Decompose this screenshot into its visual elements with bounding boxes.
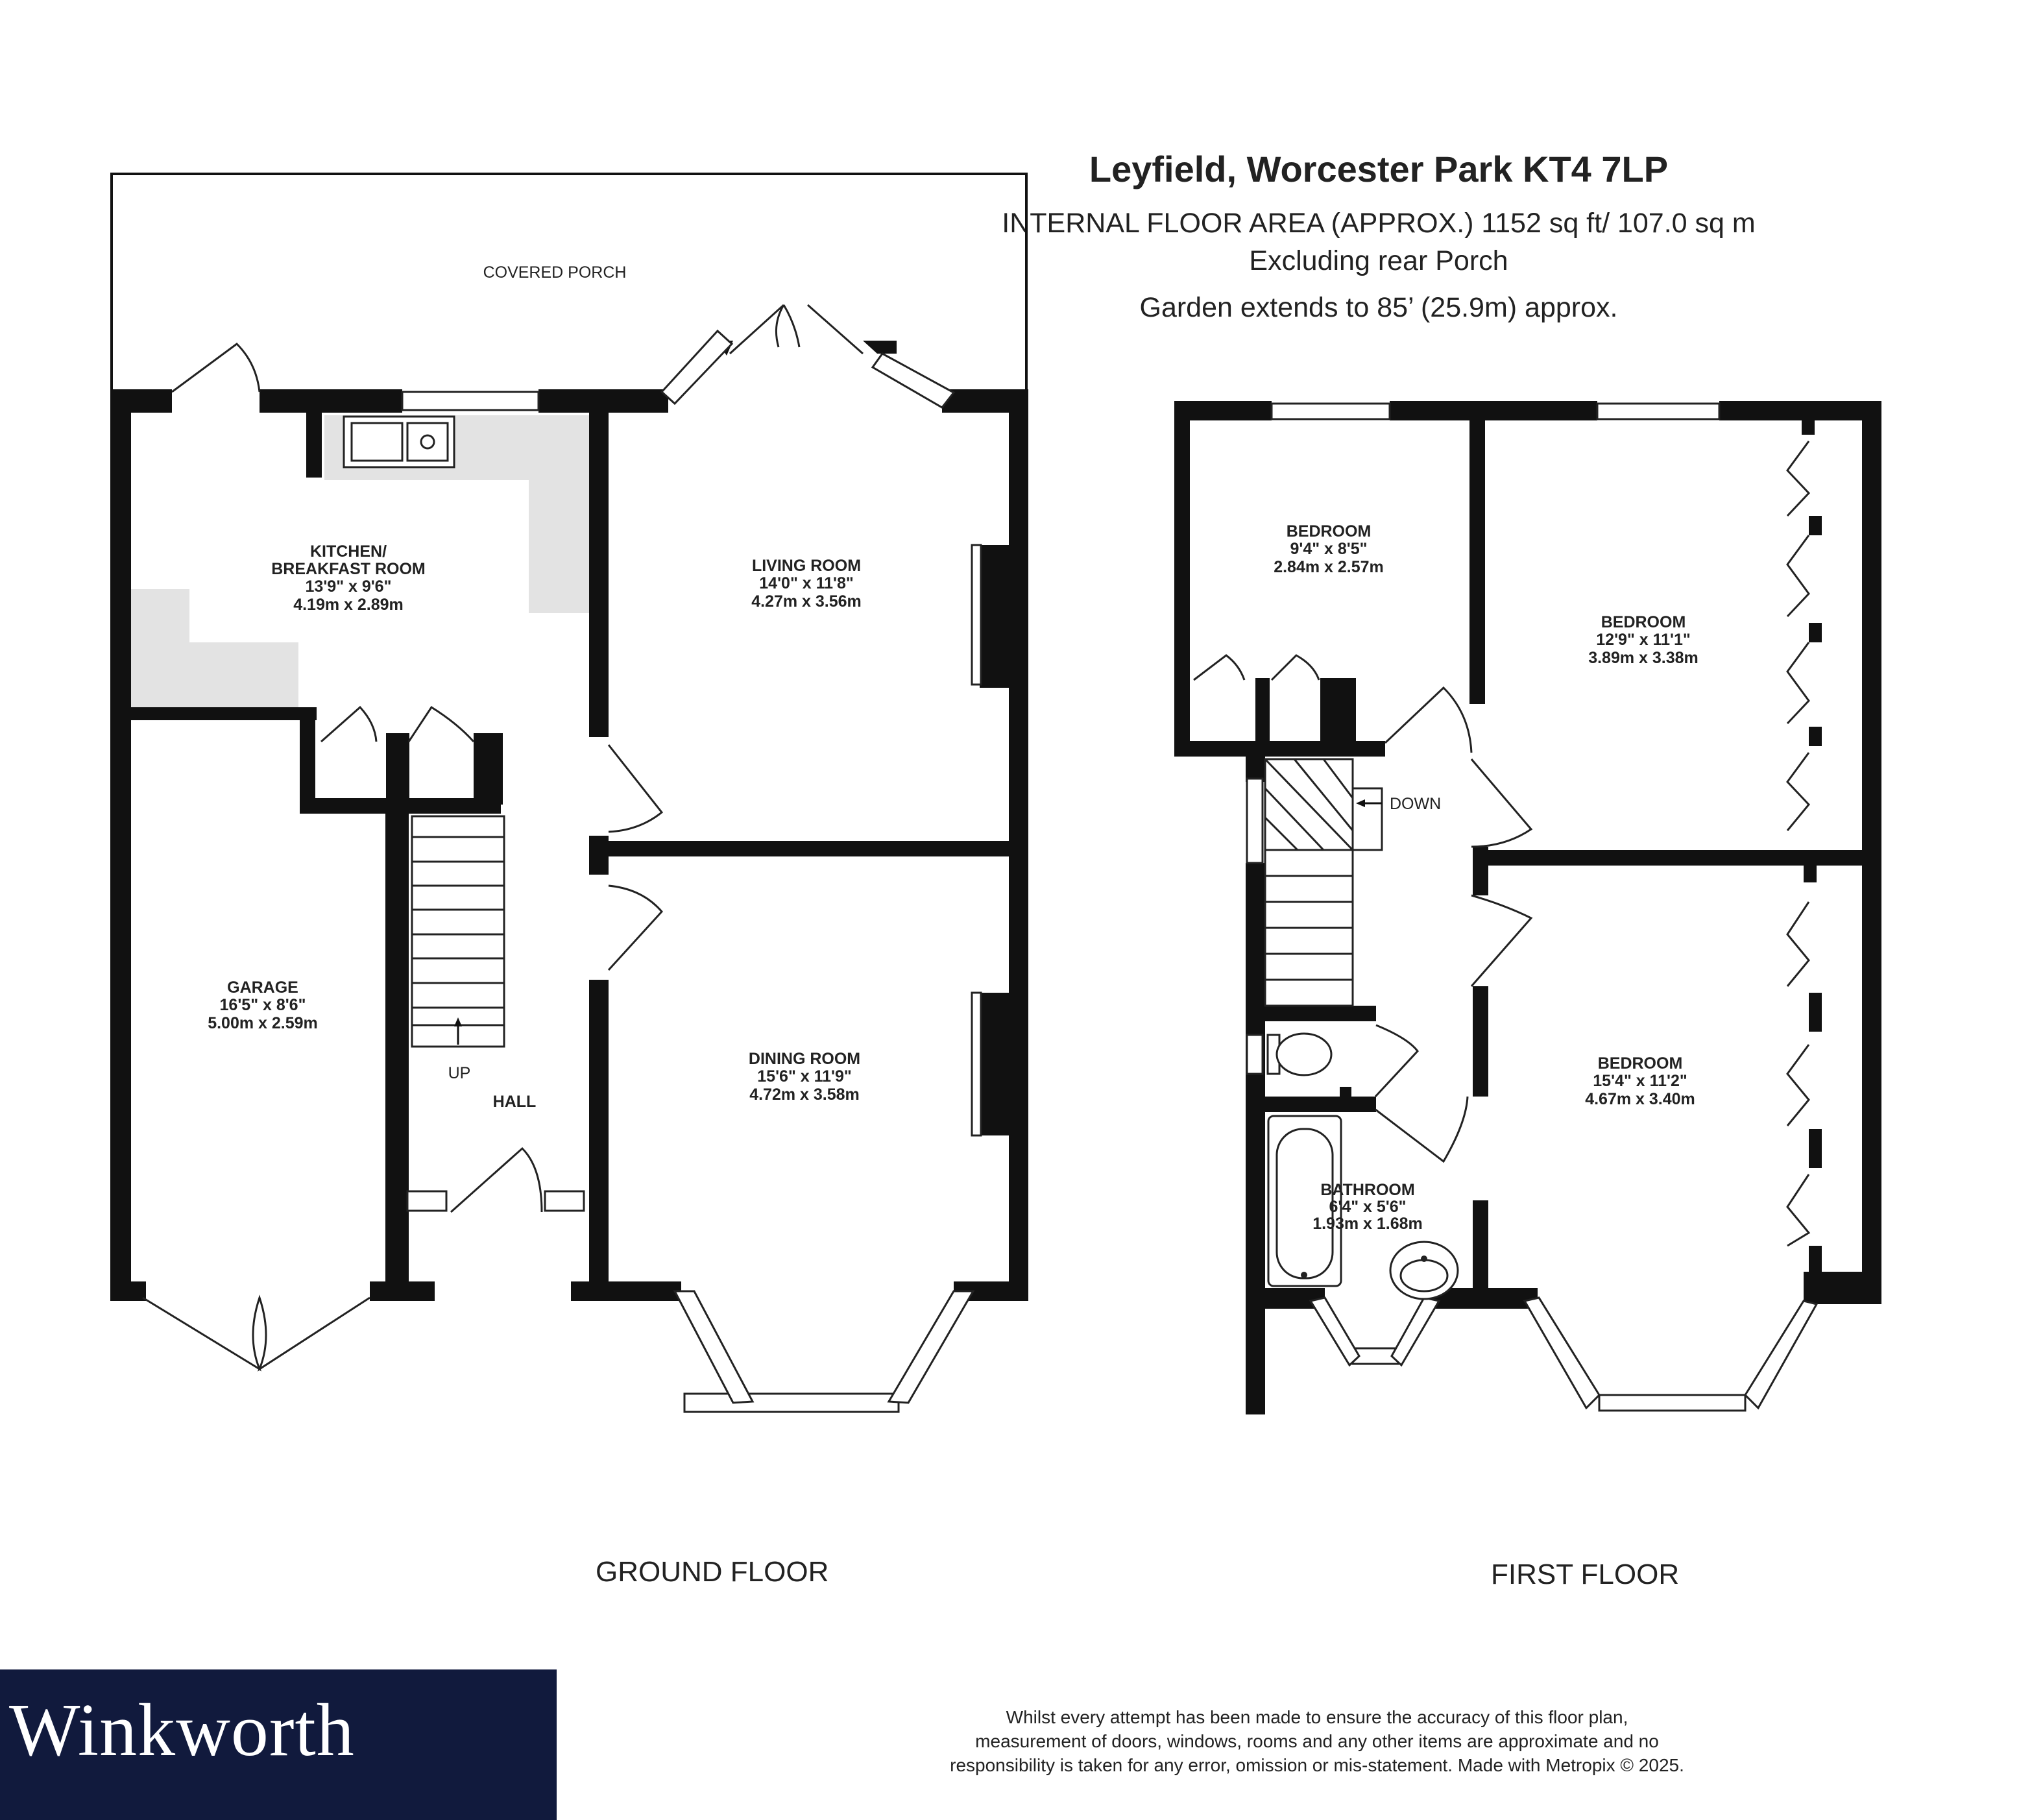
bedroom-rear-name: BEDROOM — [1601, 613, 1686, 631]
kitchen-name-line2: BREAKFAST ROOM — [271, 560, 426, 578]
disclaimer-line-3: responsibility is taken for any error, o… — [950, 1755, 1684, 1775]
bedroom-small-name: BEDROOM — [1287, 522, 1372, 540]
disclaimer-line-1: Whilst every attempt has been made to en… — [1006, 1707, 1628, 1727]
disclaimer: Whilst every attempt has been made to en… — [908, 1705, 1726, 1777]
bedroom-small-metric-size: 2.84m x 2.57m — [1274, 558, 1384, 576]
ground-floor-label: GROUND FLOOR — [596, 1556, 829, 1588]
bedroom-rear-imperial-size: 12'9" x 11'1" — [1596, 631, 1690, 649]
kitchen-metric-size: 4.19m x 2.89m — [293, 596, 404, 614]
brand-panel: Winkworth — [0, 1669, 557, 1820]
toilet-icon — [1301, 1256, 1427, 1278]
brand-logo: Winkworth — [9, 1689, 355, 1772]
bedroom-rear-metric-size: 3.89m x 3.38m — [1588, 649, 1699, 667]
bathroom-metric-size: 1.93m x 1.68m — [1312, 1215, 1423, 1233]
bedroom-front-metric-size: 4.67m x 3.40m — [1585, 1090, 1695, 1108]
staircase-down — [1264, 758, 1383, 1007]
first-floor-label: FIRST FLOOR — [1491, 1559, 1680, 1590]
staircase-up — [411, 815, 505, 1048]
stairs-down-label: DOWN — [1390, 795, 1441, 813]
sink-icon — [343, 415, 455, 468]
garden-length-text: Garden extends to 85’ (25.9m) approx. — [1139, 292, 1618, 323]
dining-room-metric-size: 4.72m x 3.58m — [749, 1086, 860, 1104]
dining-room-name: DINING ROOM — [749, 1050, 860, 1068]
living-room-imperial-size: 14'0" x 11'8" — [759, 574, 853, 592]
stairs-up-label: UP — [448, 1064, 471, 1082]
bathroom-imperial-size: 6'4" x 5'6" — [1329, 1198, 1406, 1216]
stair-direction-arrow-icon — [454, 1017, 462, 1045]
covered-porch — [110, 173, 1028, 389]
bathroom-name: BATHROOM — [1320, 1181, 1414, 1199]
first-floor-doors — [1193, 654, 1533, 1163]
kitchen-imperial-size: 13'9" x 9'6" — [306, 577, 392, 596]
first-floor-plan: BEDROOM 9'4" x 8'5" 2.84m x 2.57m BEDROO… — [1174, 401, 1881, 1414]
ground-floor-doors — [142, 304, 864, 1372]
garage-metric-size: 5.00m x 2.59m — [208, 1014, 318, 1032]
first-floor-windows — [1246, 402, 1819, 1412]
living-room-metric-size: 4.27m x 3.56m — [751, 592, 862, 611]
wardrobe-doors — [1786, 441, 1811, 1247]
garage-imperial-size: 16'5" x 8'6" — [220, 996, 306, 1014]
ground-floor-plan: COVERED PORCH — [110, 173, 1028, 1413]
disclaimer-line-2: measurement of doors, windows, rooms and… — [975, 1731, 1659, 1751]
floor-area-text: INTERNAL FLOOR AREA (APPROX.) 1152 sq ft… — [1002, 208, 1756, 239]
garage-name: GARAGE — [227, 978, 298, 997]
bathroom-fittings — [1266, 1032, 1459, 1300]
hall-label: HALL — [493, 1093, 537, 1111]
kitchen-name-line1: KITCHEN/ — [310, 542, 387, 561]
stair-down-arrow-icon — [1356, 799, 1382, 807]
fireplace-living — [971, 544, 982, 1137]
first-floor-walls — [1174, 401, 1881, 1414]
porch-exclusion-text: Excluding rear Porch — [1249, 245, 1508, 276]
bedroom-front-imperial-size: 15'4" x 11'2" — [1593, 1072, 1687, 1090]
bedroom-front-name: BEDROOM — [1598, 1054, 1683, 1073]
porch-label: COVERED PORCH — [483, 263, 627, 282]
plan-title: Leyfield, Worcester Park KT4 7LP — [1089, 149, 1669, 189]
living-room-name: LIVING ROOM — [752, 557, 861, 575]
dining-room-imperial-size: 15'6" x 11'9" — [757, 1067, 851, 1086]
bedroom-small-imperial-size: 9'4" x 8'5" — [1290, 540, 1367, 558]
ground-floor-windows — [401, 329, 975, 1413]
